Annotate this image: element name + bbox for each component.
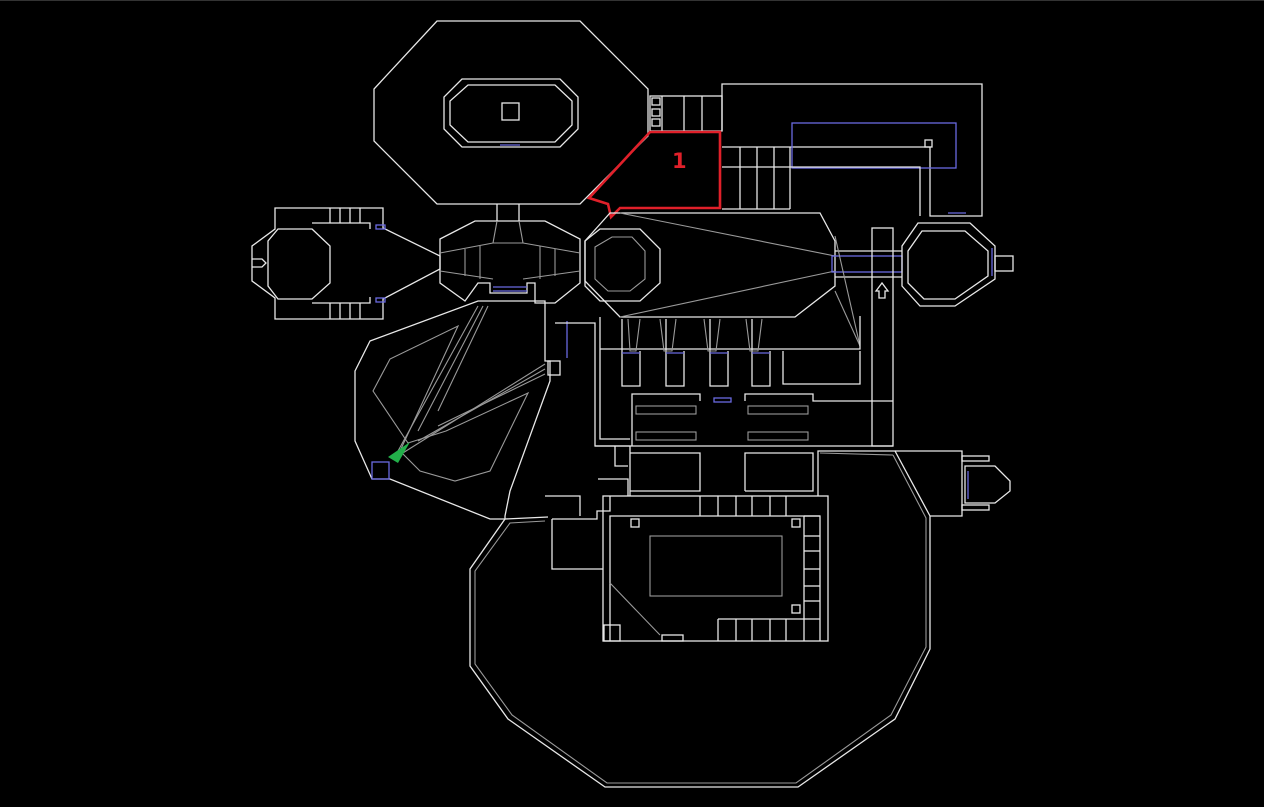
- left-wing-room: [251, 207, 441, 320]
- up-arrow-icon: [874, 281, 890, 299]
- bottom-octagon-room: [469, 450, 1011, 788]
- lower-left-room: [354, 300, 568, 520]
- central-hub: [439, 220, 661, 304]
- top-stairs: [649, 95, 723, 132]
- middle-block: [555, 316, 893, 496]
- right-center-hall: [584, 212, 1014, 447]
- upper-right-complex: [721, 83, 983, 217]
- player-arrow-icon: [388, 442, 410, 463]
- top-octagon-room: [373, 20, 649, 221]
- area-label: 1: [672, 149, 687, 173]
- lower-inner-room: [545, 446, 829, 642]
